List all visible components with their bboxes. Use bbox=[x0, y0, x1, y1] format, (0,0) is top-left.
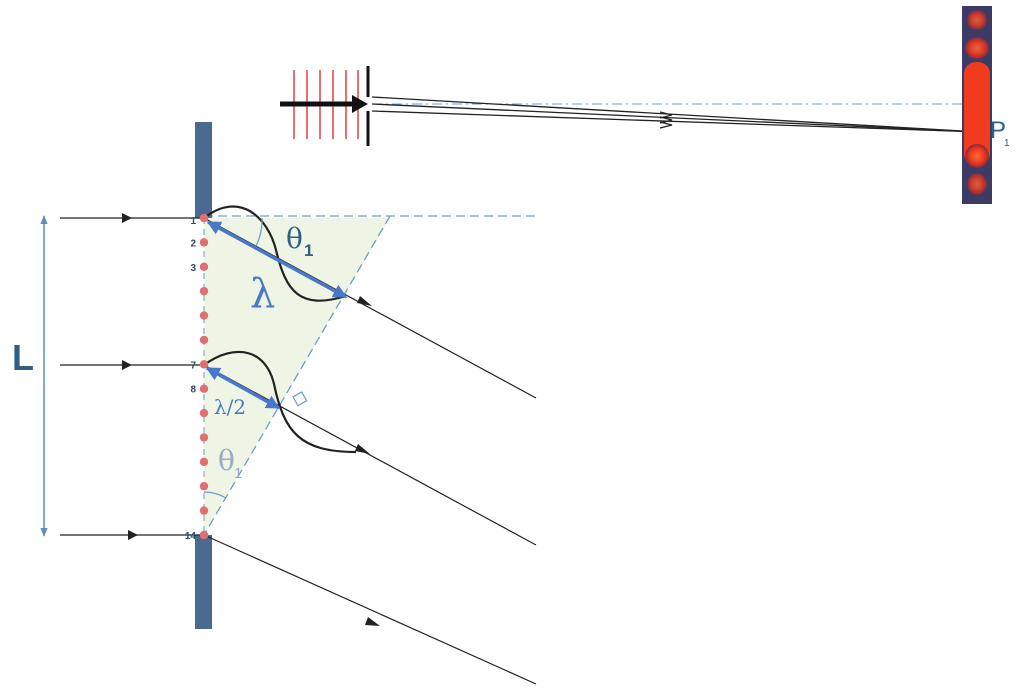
wavefront-perpendicular-dashed bbox=[203, 215, 391, 536]
slit-point-10 bbox=[199, 433, 209, 442]
point-P-label: P bbox=[990, 117, 1006, 144]
right-angle-mark bbox=[292, 391, 308, 407]
slit-points: 1 2 3 7 8 14 bbox=[185, 213, 209, 542]
lambda-arrow bbox=[206, 220, 348, 299]
incoming-rays bbox=[60, 213, 200, 540]
slit-point-label-14: 14 bbox=[185, 531, 197, 542]
slit-point-label-1: 1 bbox=[190, 216, 196, 227]
lambda-label: λ bbox=[250, 271, 275, 317]
slit-point-5 bbox=[199, 311, 209, 320]
slit-point-6 bbox=[199, 335, 209, 345]
slit-point-12 bbox=[199, 482, 209, 491]
slit-point-11 bbox=[199, 457, 209, 467]
theta-1-subscript-top: 1 bbox=[304, 241, 313, 260]
slit-point-3 bbox=[199, 262, 209, 271]
slit-point-9 bbox=[199, 408, 209, 418]
theta-1-label-bottom: θ bbox=[218, 444, 235, 477]
converging-rays bbox=[371, 96, 981, 133]
slit-point-label-3: 3 bbox=[190, 263, 196, 274]
barrier-upper bbox=[195, 122, 212, 218]
slit-point-label-7: 7 bbox=[190, 360, 196, 371]
slit-point-7 bbox=[199, 360, 209, 369]
barrier-lower bbox=[195, 535, 212, 629]
incident-beam-arrowhead bbox=[352, 95, 368, 113]
slit-point-14 bbox=[199, 530, 209, 540]
observation-screen bbox=[962, 6, 992, 204]
slit-point-1 bbox=[199, 213, 209, 223]
slit-point-label-8: 8 bbox=[190, 385, 196, 396]
theta-angle-arc-bottom bbox=[203, 491, 227, 499]
half-lambda-arrow bbox=[205, 366, 281, 410]
slit-point-8 bbox=[199, 384, 209, 393]
half-lambda-label: λ/2 bbox=[214, 395, 246, 419]
slit-width-label: L bbox=[12, 337, 34, 378]
slit-point-2 bbox=[199, 238, 209, 247]
theta-1-label-top: θ bbox=[286, 222, 303, 255]
slit-point-13 bbox=[199, 506, 209, 515]
slit-point-4 bbox=[199, 286, 209, 296]
point-P-subscript: 1 bbox=[1004, 138, 1010, 149]
theta-angle-arc-top bbox=[255, 217, 263, 247]
theta-1-subscript-bottom: 1 bbox=[234, 465, 242, 482]
slit-point-label-2: 2 bbox=[190, 238, 196, 249]
